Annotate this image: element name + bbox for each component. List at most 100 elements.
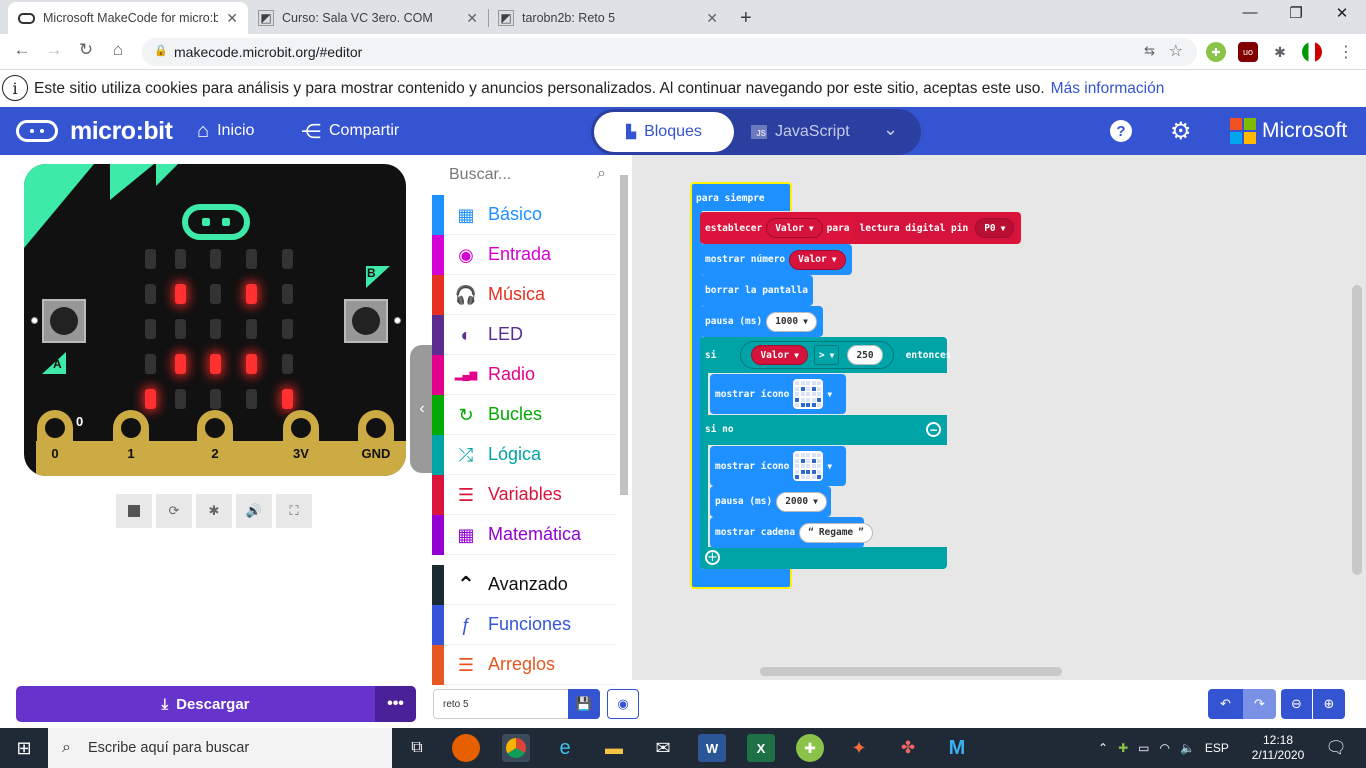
toolbox-search-input[interactable]: Buscar... ⌕ (432, 155, 616, 195)
redo-button[interactable]: ↷ (1243, 689, 1276, 719)
home-icon[interactable]: ⌂ (112, 40, 124, 59)
button-b[interactable] (344, 299, 388, 343)
category-avanzado[interactable]: ⌃Avanzado (432, 565, 616, 605)
settings-button[interactable]: ⚙ (1170, 107, 1192, 155)
reload-icon[interactable]: ↻ (78, 40, 94, 59)
help-button[interactable]: ? (1110, 107, 1132, 155)
close-tab-icon[interactable]: ✕ (466, 9, 478, 26)
button-a[interactable] (42, 299, 86, 343)
more-options-button[interactable]: ••• (375, 686, 416, 722)
github-button[interactable]: ◉ (607, 689, 639, 719)
clear-screen-block[interactable]: borrar la pantalla (700, 275, 813, 306)
translate-icon[interactable]: ⇆ (1144, 43, 1155, 58)
fullscreen-button[interactable]: ⛶ (276, 494, 312, 528)
browser-tab-makecode[interactable]: Microsoft MakeCode for micro:bi ✕ (8, 2, 248, 34)
microsoft-logo[interactable]: Microsoft (1230, 107, 1347, 155)
pin-1[interactable]: 1 (113, 410, 149, 474)
pin-2[interactable]: 2 (197, 410, 233, 474)
restart-button[interactable]: ⟳ (156, 494, 192, 528)
save-button[interactable]: 💾 (568, 689, 600, 719)
home-button[interactable]: ⌂ Inicio (197, 107, 254, 155)
language-indicator[interactable]: ESP (1204, 741, 1229, 755)
share-button[interactable]: ⋲ Compartir (301, 107, 399, 155)
set-variable-block[interactable]: establecer Valor▼ para lectura digital p… (700, 212, 1021, 244)
variable-dropdown[interactable]: Valor▼ (766, 218, 823, 238)
forward-icon[interactable]: → (45, 40, 63, 59)
tray-plus-icon[interactable]: ✚ (1118, 741, 1129, 755)
category-led[interactable]: ◐LED (432, 315, 616, 355)
condition-block[interactable]: Valor▼ >▼ 250 (740, 341, 894, 369)
pause-value-input[interactable]: 2000▼ (776, 491, 827, 512)
wifi-icon[interactable]: ◠ (1159, 741, 1170, 755)
category-lógica[interactable]: ⤮Lógica (432, 435, 616, 475)
chevron-down-icon[interactable]: ⌄ (883, 119, 899, 139)
category-matemática[interactable]: ▦Matemática (432, 515, 616, 555)
category-bucles[interactable]: ↻Bucles (432, 395, 616, 435)
excel-icon[interactable]: X (747, 734, 775, 762)
battery-icon[interactable]: ▭ (1138, 741, 1150, 755)
download-button[interactable]: ⤓Descargar ••• (16, 686, 416, 722)
project-name-input[interactable] (433, 689, 569, 719)
firefox-icon[interactable] (452, 734, 480, 762)
digital-read-block[interactable]: lectura digital pin P0▼ (853, 216, 1019, 240)
extension-plus-icon[interactable]: ✚ (796, 734, 824, 762)
show-string-block[interactable]: mostrar cadena “Regame” (710, 517, 873, 548)
taskbar-search-box[interactable]: ⌕ Escribe aquí para buscar (48, 728, 392, 768)
debug-button[interactable]: ✱ (196, 494, 232, 528)
mail-icon[interactable]: ✉ (655, 737, 671, 758)
show-icon-block-sad[interactable]: mostrar ícono ▼ (710, 446, 846, 486)
workspace-vertical-scrollbar[interactable] (1352, 285, 1362, 575)
pin-gnd[interactable]: GND (358, 410, 394, 474)
variable-dropdown[interactable]: Valor▼ (751, 345, 808, 365)
pin-3v[interactable]: 3V (283, 410, 319, 474)
pause-block-2[interactable]: pausa (ms) 2000▼ (710, 486, 831, 517)
url-field[interactable]: 🔒 makecode.microbit.org/#editor ⇆ ☆ (142, 38, 1197, 66)
window-close-icon[interactable]: ✕ (1335, 5, 1349, 22)
icon-sad-picker[interactable] (793, 451, 824, 481)
category-radio[interactable]: ▂▄▆Radio (432, 355, 616, 395)
microbit-logo[interactable]: micro:bit (16, 107, 173, 155)
string-input[interactable]: “Regame” (799, 522, 873, 543)
stop-button[interactable] (116, 494, 152, 528)
category-básico[interactable]: ▦Básico (432, 195, 616, 235)
javascript-tab[interactable]: JS JavaScript (751, 112, 850, 152)
minimize-icon[interactable]: — (1242, 4, 1258, 21)
browser-tab-reto[interactable]: ◩ tarobn2b: Reto 5 ✕ (488, 2, 728, 34)
pin-dropdown[interactable]: P0▼ (975, 218, 1015, 238)
blocks-workspace[interactable]: para siempre establecer Valor▼ para lect… (632, 155, 1366, 680)
category-variables[interactable]: ☰Variables (432, 475, 616, 515)
back-icon[interactable]: ← (13, 40, 31, 59)
pause-value-input[interactable]: 1000▼ (766, 311, 817, 332)
file-explorer-icon[interactable]: ▬ (605, 737, 623, 758)
windows-start-icon[interactable]: ⊞ (16, 737, 32, 758)
malwarebytes-icon[interactable]: M (948, 736, 966, 759)
zoom-out-button[interactable]: ⊖ (1281, 689, 1312, 719)
threshold-input[interactable]: 250 (847, 345, 883, 365)
workspace-horizontal-scrollbar[interactable] (760, 667, 1062, 676)
close-tab-icon[interactable]: ✕ (226, 9, 238, 26)
show-icon-block-happy[interactable]: mostrar ícono ▼ (710, 374, 846, 414)
word-icon[interactable]: W (698, 734, 726, 762)
chrome-icon[interactable] (502, 734, 530, 762)
category-entrada[interactable]: ◉Entrada (432, 235, 616, 275)
browser-tab-curso[interactable]: ◩ Curso: Sala VC 3ero. COM ✕ (248, 2, 488, 34)
scratch-icon[interactable]: ✦ (851, 737, 867, 758)
new-tab-button[interactable]: + (740, 6, 752, 29)
menu-dots-icon[interactable]: ⋮ (1338, 44, 1354, 61)
more-info-link[interactable]: Más información (1050, 80, 1165, 97)
ublock-icon[interactable]: uo (1238, 42, 1258, 62)
extensions-puzzle-icon[interactable]: ✱ (1274, 43, 1286, 60)
collapse-simulator-button[interactable]: ‹ (410, 345, 434, 473)
blocks-tab[interactable]: ▙ Bloques (594, 112, 734, 152)
tray-chevron-up-icon[interactable]: ⌃ (1098, 741, 1109, 755)
category-música[interactable]: 🎧Música (432, 275, 616, 315)
variable-dropdown[interactable]: Valor▼ (789, 249, 846, 270)
puzzle-app-icon[interactable]: ✤ (900, 738, 916, 757)
icon-happy-picker[interactable] (793, 379, 824, 409)
zoom-in-button[interactable]: ⊕ (1313, 689, 1345, 719)
pause-block[interactable]: pausa (ms) 1000▼ (700, 306, 823, 337)
profile-avatar[interactable] (1302, 42, 1322, 62)
show-number-block[interactable]: mostrar número Valor▼ (700, 244, 852, 275)
edge-icon[interactable]: e (559, 736, 571, 759)
